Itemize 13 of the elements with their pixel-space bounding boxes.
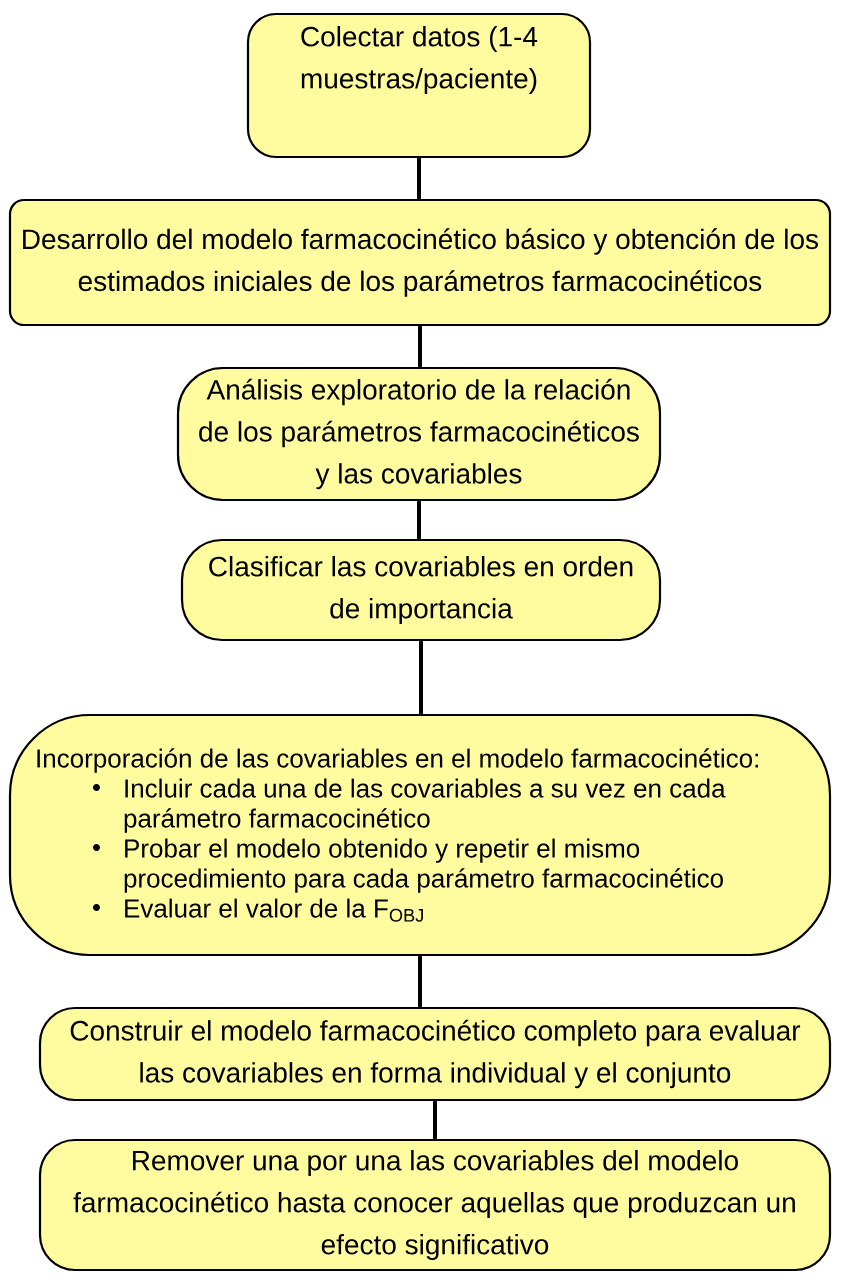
- process-box: Análisis exploratorio de la relación de los parámetros farmacocinéticos y las covariables: [176, 366, 662, 502]
- connector-line: [417, 158, 421, 199]
- process-box: Desarrollo del modelo farmacocinético básico y obtención de los estimados iniciales de los parámetros farmacocinéticos: [8, 198, 832, 327]
- connector-line: [419, 641, 423, 714]
- connector-line: [418, 326, 422, 367]
- connector-line: [418, 956, 422, 1007]
- connector-line: [417, 501, 421, 539]
- process-box: Remover una por una las covariables del modelo farmacocinético hasta conocer aquellas que produzcan un efecto significativo: [38, 1138, 832, 1272]
- process-box: Colectar datos (1-4 muestras/paciente): [246, 12, 592, 159]
- process-box: Incorporación de las covariables en el modelo farmacocinético: Incluir cada una de las covariables a su vez en cada parámetro farmacocinético Probar el modelo obtenido y repetir el mismo procedimiento para cada parámetro farmacocinético Evaluar el valor de la F$_{OBJ}$: [8, 713, 832, 957]
- process-box: Construir el modelo farmacocinético completo para evaluar las covariables en forma individual y el conjunto: [38, 1006, 832, 1102]
- process-box: Clasificar las covariables en orden de importancia: [180, 538, 662, 642]
- connector-line: [433, 1101, 437, 1139]
